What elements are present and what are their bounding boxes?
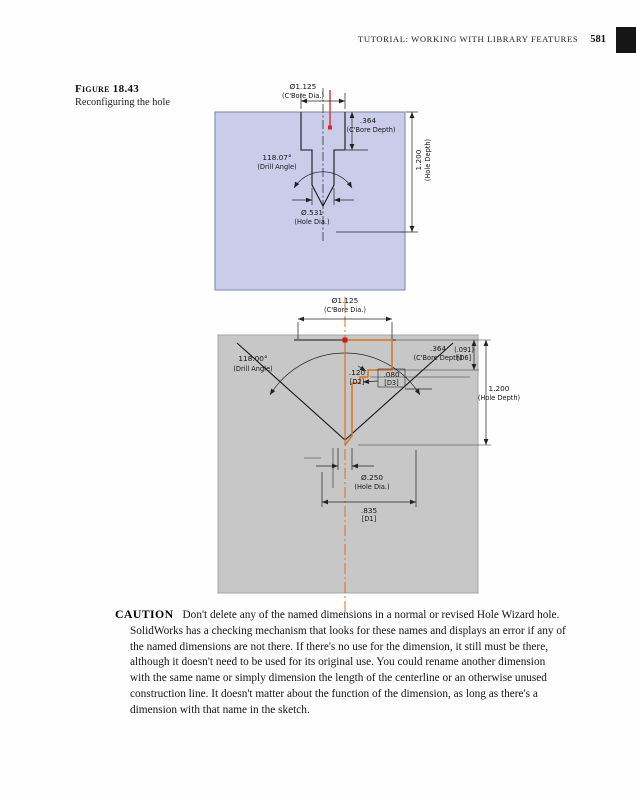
dim-name: [D3]: [384, 379, 398, 387]
running-title: TUTORIAL: WORKING WITH LIBRARY FEATURES: [357, 34, 579, 44]
dim-name: [D1]: [362, 515, 376, 523]
dim-ref-value: (.091): [454, 346, 474, 354]
dim-value: .835: [361, 506, 377, 515]
dim-value: .120: [349, 368, 366, 377]
part-face-blue: [214, 111, 406, 291]
dim-name: [D2]: [350, 378, 364, 386]
dim-hole-dia-top: Ø.531 (Hole Dia.): [292, 188, 354, 226]
figure-label: Figure 18.43: [75, 83, 140, 95]
dim-name: (C'Bore Dia.): [324, 306, 366, 314]
caution-label: CAUTION: [115, 607, 174, 621]
revolve-profile-orange: [344, 339, 393, 446]
dim-step-d3: .080 [D3]: [362, 368, 432, 390]
diagram-bottom: Ø1.125 (C'Bore Dia.) 118.00° (Drill Angl…: [217, 296, 520, 612]
page-number: 581: [590, 34, 606, 45]
page-header: TUTORIAL: WORKING WITH LIBRARY FEATURES …: [358, 34, 606, 45]
dim-step-d2: .120 [D2]: [349, 365, 367, 386]
dim-hole-depth-bottom: 1.200 (Hole Depth): [358, 340, 520, 446]
dim-name: (C'Bore Depth): [414, 354, 463, 362]
part-face-gray: [217, 334, 479, 594]
dim-value: 1.200: [414, 149, 423, 170]
dim-value: Ø1.125: [332, 296, 359, 305]
diagram-top: Ø1.125 (C'Bore Dia.) .364 (C'Bore Depth)…: [214, 82, 432, 291]
dim-drill-angle-top: 118.07° (Drill Angle): [257, 153, 353, 189]
dim-value: Ø.531: [301, 208, 323, 217]
dim-name: (C'Bore Depth): [347, 126, 396, 134]
dim-name: (Hole Depth): [424, 139, 432, 181]
dim-name: (Hole Dia.): [294, 218, 329, 226]
hole-profile-right: [322, 112, 346, 207]
dim-d1: .835 [D1]: [321, 450, 417, 523]
dim-cbore-dia-top: Ø1.125 (C'Bore Dia.): [282, 82, 346, 109]
dim-value: 1.200: [489, 384, 510, 393]
dim-hole-dia-bottom: Ø.250 (Hole Dia.): [316, 448, 390, 491]
dim-cbore-depth-bottom: .364 (C'Bore Depth) (.091) [D6]: [370, 339, 491, 378]
figure-caption-text: Reconfiguring the hole: [75, 97, 170, 108]
sketch-point-red: [328, 125, 332, 130]
chapter-thumb-tab: [616, 27, 636, 53]
dim-value: .364: [430, 344, 447, 353]
dim-name: (Drill Angle): [257, 163, 296, 171]
dim-cbore-depth-top: .364 (C'Bore Depth): [346, 112, 396, 151]
dim-name: (Hole Dia.): [354, 483, 389, 491]
dim-cbore-dia-bottom: Ø1.125 (C'Bore Dia.): [297, 296, 393, 339]
dim-value: Ø1.125: [290, 82, 317, 91]
dim-value: Ø.250: [361, 473, 383, 482]
dim-value: 118.07°: [262, 153, 291, 162]
dim-value: .080: [383, 370, 400, 379]
dim-value: 118.00°: [238, 354, 267, 363]
dim-hole-depth-top: 1.200 (Hole Depth): [336, 111, 432, 233]
dim-name: (Hole Depth): [478, 394, 520, 402]
dim-ref-name: [D6]: [457, 354, 471, 362]
dim-name: (C'Bore Dia.): [282, 92, 324, 100]
caution-text: Don't delete any of the named dimensions…: [130, 609, 566, 716]
sketch-point-red: [342, 337, 348, 343]
figure-caption: Figure 18.43 Reconfiguring the hole: [75, 83, 205, 108]
hole-profile-left: [300, 112, 324, 207]
dim-value: .364: [360, 116, 377, 125]
dim-name: (Drill Angle): [233, 365, 272, 373]
